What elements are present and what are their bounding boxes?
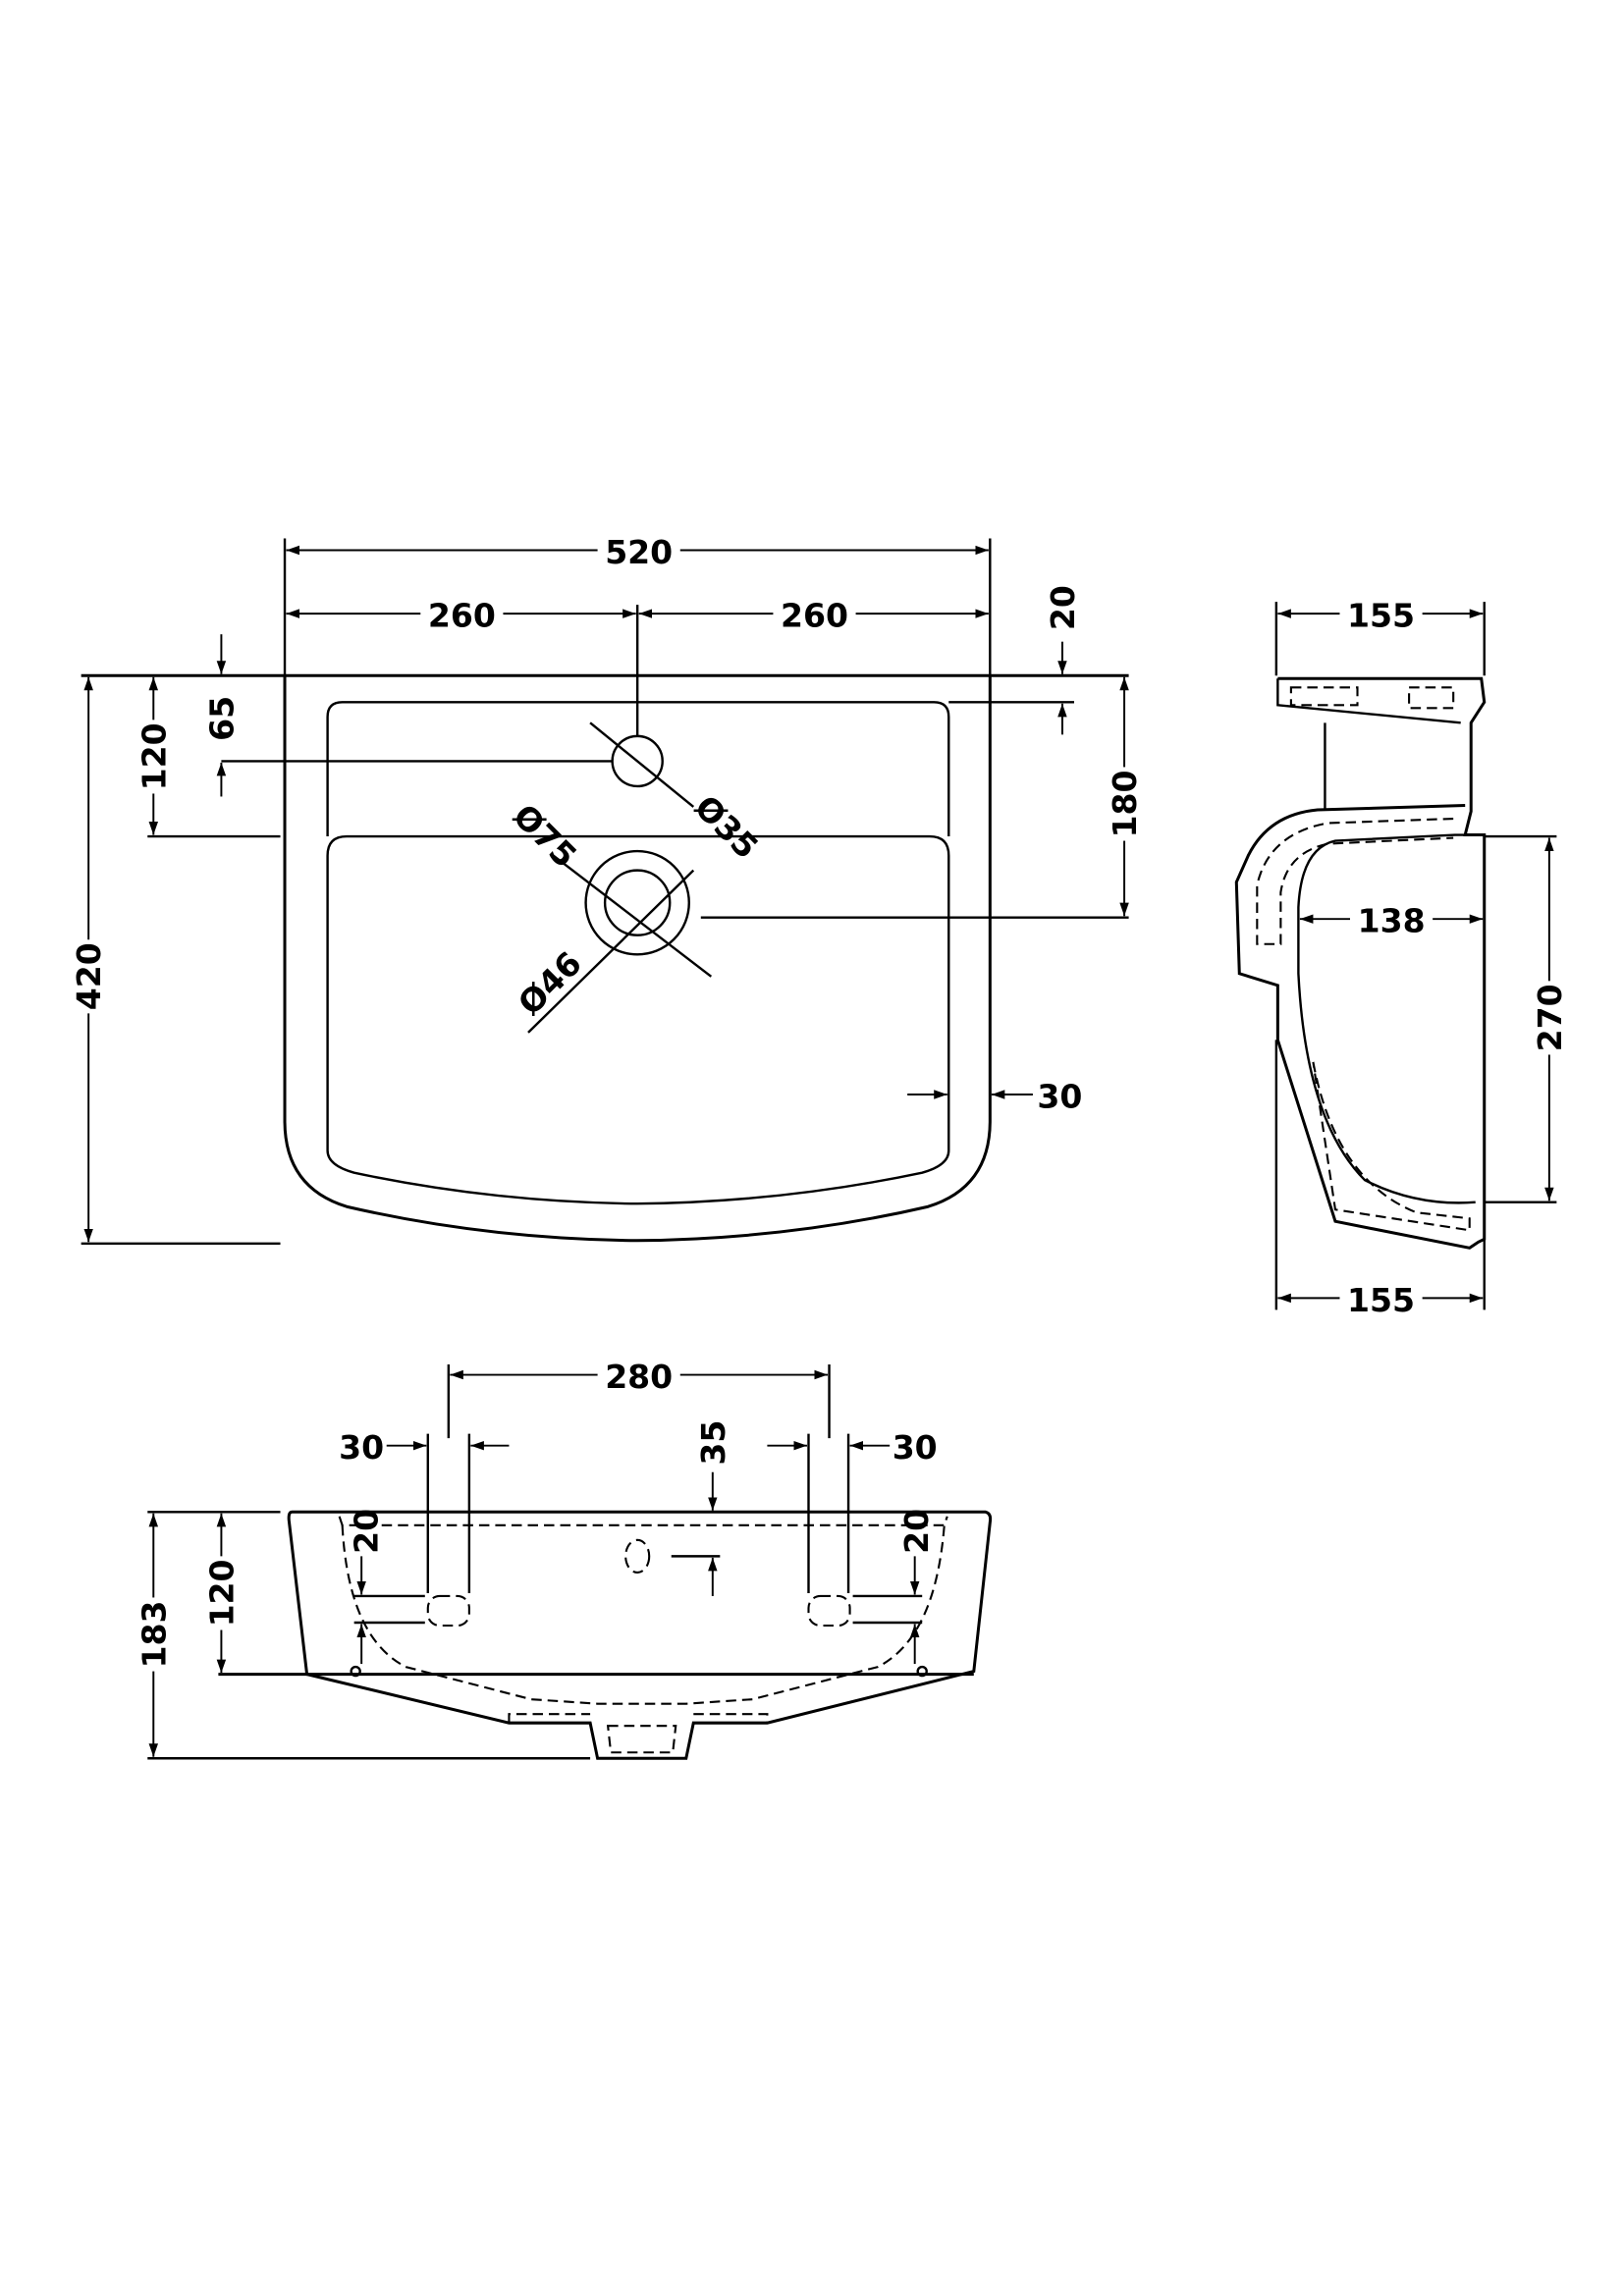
- dim-overflow-from-back: 120: [135, 722, 173, 790]
- dim-fixing-slot-right: 30: [893, 1428, 938, 1467]
- plan-view: 520 260 260 20 65 120 180 420 30 Ø35 Ø75…: [70, 530, 1144, 1246]
- fixing-slot-right: [807, 1594, 851, 1628]
- basin-bowl: [326, 834, 950, 1205]
- dim-rim-height: 120: [202, 1559, 241, 1627]
- side-view: 155 155 138 270: [1234, 594, 1569, 1319]
- dim-overall-width: 520: [605, 533, 673, 571]
- basin-outline: [283, 675, 992, 1243]
- dim-slot-height-left: 20: [348, 1509, 386, 1554]
- dim-waste-from-back: 180: [1106, 770, 1144, 837]
- waste-inner: [603, 869, 672, 936]
- dim-side-top-depth: 155: [1347, 597, 1415, 635]
- side-profile: [1234, 676, 1487, 1250]
- dim-half-width-right: 260: [781, 597, 848, 635]
- fixing-slot-left: [426, 1594, 470, 1628]
- front-view: 280 30 30 35 20 20 120 183: [135, 1356, 993, 1760]
- dim-overflow-drop: 35: [694, 1420, 732, 1466]
- dim-bowl-height: 270: [1531, 984, 1569, 1051]
- dim-fixing-centres: 280: [605, 1358, 673, 1396]
- dim-overall-depth: 420: [70, 942, 108, 1010]
- label-waste-outer-diameter: Ø75: [506, 796, 584, 875]
- dim-rim-side-width: 30: [1037, 1078, 1082, 1116]
- label-tap-hole-diameter: Ø35: [687, 787, 766, 866]
- dim-half-width-left: 260: [428, 597, 496, 635]
- dim-fixing-slot-left: 30: [339, 1428, 384, 1467]
- dim-overall-height: 183: [135, 1601, 173, 1669]
- front-outline: [287, 1510, 993, 1760]
- dim-slot-height-right: 20: [897, 1509, 936, 1554]
- dim-side-bottom-depth: 155: [1347, 1281, 1415, 1319]
- waste-outer: [584, 849, 690, 956]
- dim-bowl-depth: 138: [1358, 902, 1426, 940]
- dim-tap-hole-from-back: 65: [202, 696, 241, 741]
- dim-rim-offset: 20: [1044, 585, 1082, 630]
